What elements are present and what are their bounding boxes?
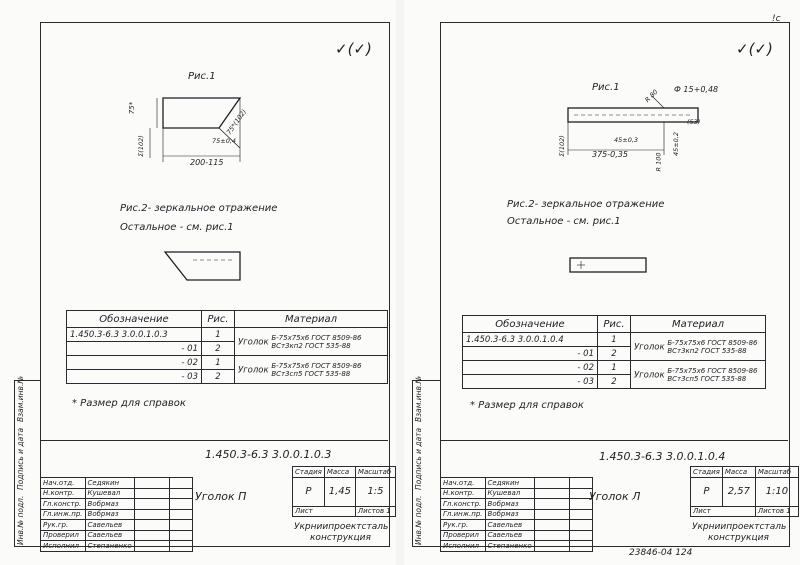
table-row: Н.контр.Кушевал — [40, 487, 193, 499]
right-fig1-drawing — [567, 95, 699, 155]
left-dim-left: Σ(102) — [136, 135, 145, 157]
left-footnote: * Размер для справок — [72, 398, 186, 409]
left-rest-note: Остальное - см. рис.1 — [120, 222, 234, 233]
right-dim-r2: R 100 — [654, 152, 663, 172]
right-spec-table: Обозначение Рис. Материал 1.450.3-6.3 3.… — [462, 315, 766, 389]
right-frame — [440, 22, 790, 547]
left-title-block — [40, 440, 388, 546]
right-dim-b: (53) — [687, 118, 701, 126]
spec-header-designation: Обозначение — [66, 310, 202, 328]
table-row: Н.контр.Кушевал — [440, 487, 593, 499]
right-corner-mark: !с — [772, 14, 781, 24]
right-side-label-2: Подпись и дата — [414, 427, 423, 490]
right-dim-hole: Ф 15+0,48 — [674, 85, 719, 94]
table-row: 1.450.3-6.3 3.0.0.1.0.4 1 Уголок Б-75х75… — [462, 332, 766, 361]
right-side-label-3: Взам.инв.№ — [414, 375, 423, 422]
left-frame — [40, 22, 390, 547]
left-side-label-1: Инв.№ подл. — [16, 495, 25, 545]
left-side-label-3: Взам.инв.№ — [16, 375, 25, 422]
left-side-label-2: Подпись и дата — [16, 427, 25, 490]
right-dim-a1: 45±0,3 — [614, 136, 639, 144]
table-row: - 03 2 — [462, 374, 766, 389]
right-people-table: Нач.отд.Седякин Н.контр.Кушевал Гл.конст… — [440, 477, 593, 552]
left-fig1-label: Рис.1 — [188, 71, 216, 82]
right-org2: конструкция — [708, 533, 769, 543]
table-row: Нач.отд.Седякин — [40, 477, 193, 489]
left-fig2-drawing — [163, 251, 241, 281]
table-row: Гл.инж.пр.Вобрмаз — [40, 508, 193, 520]
left-doc-code: 1.450.3-6.3 3.0.0.1.0.3 — [205, 448, 332, 461]
right-title-block — [440, 440, 788, 546]
left-people-table: Нач.отд.Седякин Н.контр.Кушевал Гл.конст… — [40, 477, 193, 552]
spec-header-material: Материал — [234, 310, 388, 328]
right-org: Укрниипроектсталь — [692, 522, 787, 532]
table-row: Гл.констр.Вобрмаз — [440, 498, 593, 510]
table-row: Нач.отд.Седякин — [440, 477, 593, 489]
spec-header-material: Материал — [630, 315, 766, 333]
right-dim-left: Σ(102) — [557, 135, 566, 157]
left-dim-width: 200-115 — [190, 158, 224, 167]
right-footnote: * Размер для справок — [470, 400, 584, 411]
spec-header-fig: Рис. — [201, 310, 235, 328]
right-fig2-drawing — [569, 257, 647, 273]
right-check-mark: ✓(✓) — [736, 40, 773, 58]
spec-header-fig: Рис. — [597, 315, 631, 333]
right-doc-code: 1.450.3-6.3 3.0.0.1.0.4 — [599, 450, 726, 463]
table-row: Гл.констр.Вобрмаз — [40, 498, 193, 510]
left-dim-height: 75* — [128, 101, 137, 115]
table-row: - 03 2 — [66, 369, 388, 384]
left-part-name: Уголок П — [195, 490, 247, 503]
right-rest-note: Остальное - см. рис.1 — [507, 216, 621, 227]
right-fig2-label: Рис.2- зеркальное отражение — [507, 199, 665, 210]
left-org2: конструкция — [310, 533, 371, 543]
left-fig2-label: Рис.2- зеркальное отражение — [120, 203, 278, 214]
right-bottom-number: 23846-04 124 — [629, 548, 693, 558]
right-dim-length: 375-0,35 — [592, 150, 628, 159]
right-dim-a2: 45±0,2 — [672, 131, 681, 157]
right-side-strip — [412, 380, 441, 547]
table-row: Рук.гр.Савельев — [440, 519, 593, 531]
spec-header-designation: Обозначение — [462, 315, 598, 333]
right-part-name: Уголок Л — [589, 490, 641, 503]
right-fig1-label: Рис.1 — [592, 82, 620, 93]
table-row: 1.450.3-6.3 3.0.0.1.0.3 1 Уголок Б-75х75… — [66, 327, 388, 356]
left-spec-table: Обозначение Рис. Материал 1.450.3-6.3 3.… — [66, 310, 388, 384]
right-sheet: !с ✓(✓) Рис.1 Ф 15+0,48 R 80 45±0,3 45±0… — [404, 0, 800, 565]
left-check-mark: ✓(✓) — [335, 40, 372, 58]
left-fig1-drawing — [149, 97, 242, 162]
table-row: Рук.гр.Савельев — [40, 519, 193, 531]
left-org: Укрниипроектсталь — [294, 522, 389, 532]
left-dim-chamfer2: 75±0,4 — [212, 137, 237, 145]
right-side-label-1: Инв.№ подл. — [414, 495, 423, 545]
left-sheet: ✓(✓) Рис.1 75* 75*(102) 75±0,4 Σ(102) 20… — [0, 0, 397, 565]
table-row: Гл.инж.пр.Вобрмаз — [440, 508, 593, 520]
left-side-strip — [14, 380, 41, 547]
